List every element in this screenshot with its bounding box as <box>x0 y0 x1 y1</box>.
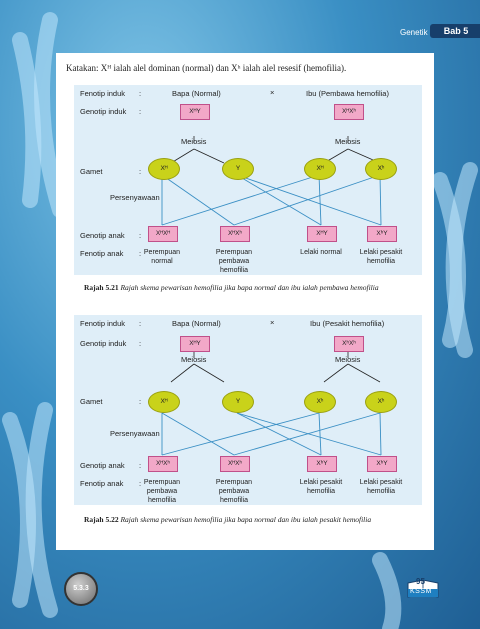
learning-standard-badge: 5.3.3 <box>64 572 98 606</box>
topic-label: Genetik <box>400 28 428 37</box>
gamete-4: Xʰ <box>365 158 397 180</box>
meiosis-label-mother: Meiosis <box>335 137 361 146</box>
page-number: 95 <box>416 577 425 586</box>
label-fertilisation: Persenyawaan <box>110 429 160 438</box>
figure-text-2: Rajah skema pewarisan hemofilia jika bap… <box>120 515 372 524</box>
father-genotype-box: XᴴY <box>180 336 210 352</box>
colon: : <box>139 249 142 258</box>
diagram-lines <box>161 351 382 456</box>
child-phenotype-2: Perempuan pembawa hemofilia <box>215 249 253 274</box>
father-genotype-box: XᴴY <box>180 104 210 120</box>
page-number-block: 95 KSSM <box>406 577 440 599</box>
child-phenotype-4: Lelaki pesakit hemofilia <box>359 479 403 495</box>
gamete-2: Y <box>222 158 254 180</box>
colon: : <box>139 107 142 116</box>
child-phenotype-4: Lelaki pesakit hemofilia <box>359 249 403 265</box>
colon: : <box>139 167 142 176</box>
colon: : <box>139 339 142 348</box>
label-child-phenotype: Fenotip anak <box>80 479 124 488</box>
child-genotype-4: XʰY <box>367 456 397 472</box>
gamete-4: Xʰ <box>365 391 397 413</box>
gamete-1: Xᴴ <box>148 391 180 413</box>
colon: : <box>139 479 142 488</box>
book-icon <box>407 579 439 598</box>
figure-caption-2: Rajah 5.22 Rajah skema pewarisan hemofil… <box>84 515 371 524</box>
figure-ref-1: Rajah 5.21 <box>84 283 119 292</box>
gamete-1: Xᴴ <box>148 158 180 180</box>
child-genotype-1: XᴴXᴴ <box>148 226 178 242</box>
cross-symbol: × <box>270 318 275 327</box>
child-phenotype-2: Perempuan pembawa hemofilia <box>215 479 253 504</box>
gamete-3: Xʰ <box>304 391 336 413</box>
child-phenotype-3: Lelaki normal <box>300 249 342 256</box>
meiosis-label-father: Meiosis <box>181 355 207 364</box>
colon: : <box>139 461 142 470</box>
series-label: KSSM <box>410 588 432 595</box>
colon: : <box>139 397 142 406</box>
child-phenotype-1: Perempuan normal <box>143 249 181 265</box>
colon: : <box>139 89 142 98</box>
figure-text-1: Rajah skema pewarisan hemofilia jika bap… <box>120 283 379 292</box>
child-genotype-2: XᴴXʰ <box>220 226 250 242</box>
child-phenotype-1: Perempuan pembawa hemofilia <box>143 479 181 504</box>
gamete-2: Y <box>222 391 254 413</box>
label-gamete: Gamet <box>80 397 103 406</box>
label-gamete: Gamet <box>80 167 103 176</box>
mother-phenotype: Ibu (Pesakit hemofilia) <box>310 319 385 328</box>
label-child-genotype: Genotip anak <box>80 231 125 240</box>
child-genotype-1: XᴴXʰ <box>148 456 178 472</box>
meiosis-label-mother: Meiosis <box>335 355 361 364</box>
label-parent-genotype: Genotip induk <box>80 107 127 116</box>
child-phenotype-3: Lelaki pesakit hemofilia <box>299 479 343 495</box>
child-genotype-2: XᴴXʰ <box>220 456 250 472</box>
label-fertilisation: Persenyawaan <box>110 193 160 202</box>
chapter-tab: Bab 5 <box>430 24 480 38</box>
child-genotype-3: XʰY <box>307 456 337 472</box>
mother-phenotype: Ibu (Pembawa hemofilia) <box>306 89 389 98</box>
gamete-3: Xᴴ <box>304 158 336 180</box>
figure-ref-2: Rajah 5.22 <box>84 515 119 524</box>
father-phenotype: Bapa (Normal) <box>172 89 221 98</box>
colon: : <box>139 231 142 240</box>
content-page: Katakan: Xᴴ ialah alel dominan (normal) … <box>56 53 434 550</box>
label-child-phenotype: Fenotip anak <box>80 249 124 258</box>
mother-genotype-box: XᴴXʰ <box>334 104 364 120</box>
figure-caption-1: Rajah 5.21 Rajah skema pewarisan hemofil… <box>84 283 379 292</box>
father-phenotype: Bapa (Normal) <box>172 319 221 328</box>
label-parent-phenotype: Fenotip induk <box>80 319 126 328</box>
mother-genotype-box: XʰXʰ <box>334 336 364 352</box>
child-genotype-3: XᴴY <box>307 226 337 242</box>
label-parent-genotype: Genotip induk <box>80 339 127 348</box>
inheritance-diagram-carrier-mother: Fenotip induk : Bapa (Normal) × Ibu (Pem… <box>74 85 422 275</box>
inheritance-diagram-affected-mother: Fenotip induk : Bapa (Normal) × Ibu (Pes… <box>74 315 422 505</box>
allele-definition: Katakan: Xᴴ ialah alel dominan (normal) … <box>66 63 347 73</box>
meiosis-label-father: Meiosis <box>181 137 207 146</box>
colon: : <box>139 319 142 328</box>
cross-symbol: × <box>270 88 275 97</box>
child-genotype-4: XʰY <box>367 226 397 242</box>
label-child-genotype: Genotip anak <box>80 461 125 470</box>
label-parent-phenotype: Fenotip induk <box>80 89 126 98</box>
